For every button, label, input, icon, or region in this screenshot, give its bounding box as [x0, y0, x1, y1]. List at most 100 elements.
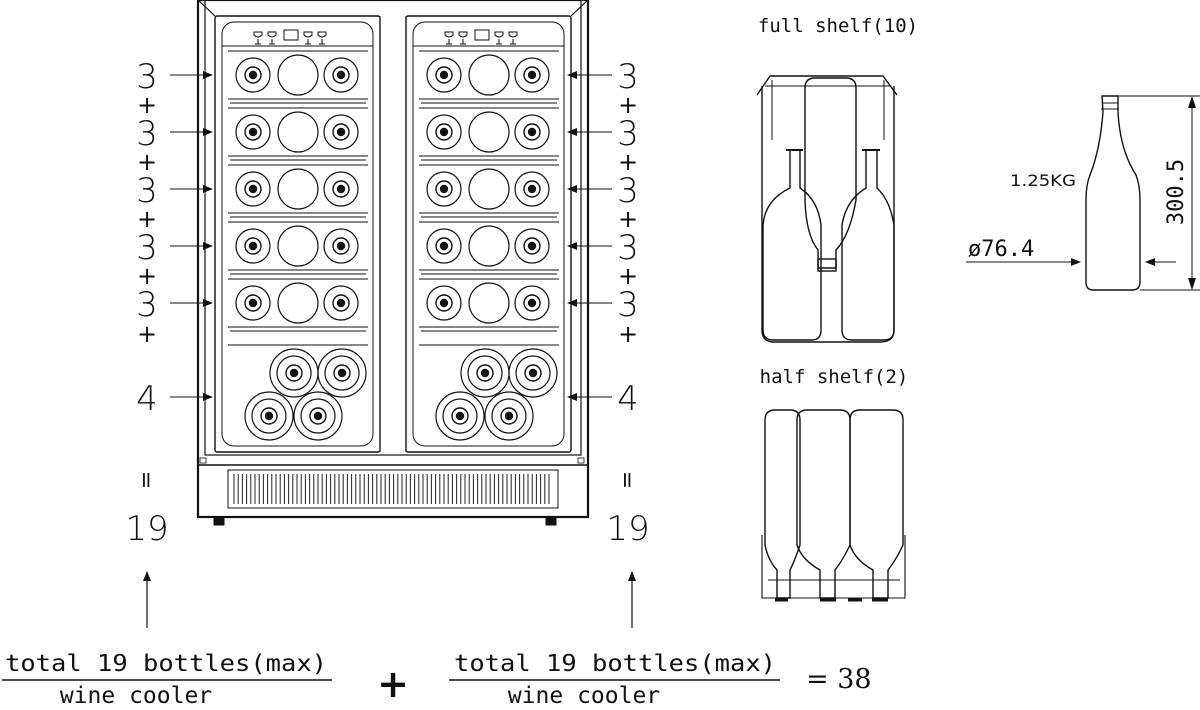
bottle-end: [277, 54, 319, 96]
equation-result: = 38: [806, 664, 872, 695]
equation-right-numerator: total 19 bottles(max): [454, 651, 776, 677]
shelf-count: 3: [136, 285, 158, 325]
bottle-neck-ring: [435, 123, 453, 141]
bottle-end: [300, 398, 336, 434]
bottle-diameter: ø76.4: [968, 237, 1034, 262]
bottle-end: [426, 228, 462, 264]
bottle-cork: [248, 184, 258, 194]
bottle-neck-ring: [244, 237, 262, 255]
shelf-count: 3: [136, 228, 158, 268]
bottle-neck-ring: [523, 180, 541, 198]
shelf-rail: [228, 107, 368, 161]
control-panel-left: [222, 29, 373, 47]
bottle-cork: [248, 70, 258, 80]
half-shelf-drawing: [761, 409, 906, 602]
bottle-end: [235, 171, 271, 207]
equation-right-denominator: wine cooler: [508, 683, 660, 709]
bottle-cork: [336, 184, 346, 194]
shelf-rail: [419, 50, 559, 104]
shelf-rail: [419, 278, 559, 332]
bottle-end: [323, 114, 359, 150]
bottle-neck-ring: [244, 123, 262, 141]
plus-sign: +: [137, 148, 157, 176]
bottle-end: [235, 285, 271, 321]
shelf-count: 3: [136, 114, 158, 154]
bottle-cork: [439, 127, 449, 137]
shelf-count: 3: [617, 228, 639, 268]
equation-left-numerator: total 19 bottles(max): [5, 651, 327, 677]
bottle-cork: [248, 298, 258, 308]
half-bottle-2: [796, 409, 851, 599]
equation-plus-sign: +: [377, 662, 409, 706]
bottle-cork: [455, 411, 465, 421]
shelf-count: 3: [617, 57, 639, 97]
plus-sign: +: [618, 205, 638, 233]
half-bottle-3: [849, 409, 904, 599]
bottle-cork: [439, 241, 449, 251]
bottle-end: [426, 57, 462, 93]
bottle-end: [468, 168, 510, 210]
shelf-rail: [419, 107, 559, 161]
bottle-end: [426, 114, 462, 150]
bottle-neck-ring: [332, 294, 350, 312]
bottle-weight: 1.25KG: [1010, 171, 1076, 190]
bottle-cork: [248, 127, 258, 137]
bottle-cork: [439, 184, 449, 194]
bottle-cork: [439, 70, 449, 80]
bottle-neck-ring: [244, 294, 262, 312]
bottle-end: [514, 285, 550, 321]
bottle-neck-ring: [332, 66, 350, 84]
wine-glass-icon: [303, 31, 313, 45]
bottle-neck-ring: [285, 364, 303, 382]
bottle-neck-ring: [435, 237, 453, 255]
bottle-end: [323, 285, 359, 321]
plus-sign: +: [618, 320, 638, 348]
bottle-neck-ring: [260, 407, 278, 425]
bottle-end: [426, 285, 462, 321]
right-total-equals: =: [614, 471, 639, 489]
bottle-cork: [248, 241, 258, 251]
bottle-end: [468, 111, 510, 153]
bottle-neck-ring: [309, 407, 327, 425]
shelf-count: 3: [136, 57, 158, 97]
bottle-neck-ring: [244, 180, 262, 198]
bottle-neck-ring: [332, 180, 350, 198]
control-panel-right: [413, 29, 564, 47]
plus-sign: +: [137, 205, 157, 233]
bottle-end: [235, 57, 271, 93]
bottle-end: [235, 228, 271, 264]
wine-glass-icon: [444, 31, 454, 45]
bottle-end: [426, 171, 462, 207]
equation-left-denominator: wine cooler: [60, 683, 212, 709]
shelf-count: 3: [617, 114, 639, 154]
bottle-neck-ring: [332, 123, 350, 141]
half-shelf-label: half shelf(2): [760, 366, 909, 388]
shelves-left-zone: [228, 50, 368, 441]
bottle-right-full: [841, 149, 895, 341]
bottle-cork: [528, 368, 538, 378]
wine-glass-icon: [508, 31, 518, 45]
wine-glass-icon: [253, 31, 263, 45]
bottle-neck-ring: [476, 364, 494, 382]
bottle-cork: [313, 411, 323, 421]
bottle-neck-ring: [523, 294, 541, 312]
bottle-neck-ring: [333, 364, 351, 382]
bottle-end: [277, 111, 319, 153]
bottle-end: [514, 228, 550, 264]
bottle-base: [293, 391, 343, 441]
bottle-end: [468, 282, 510, 324]
bottle-cork: [337, 368, 347, 378]
bottle-cork: [439, 298, 449, 308]
bottle-end: [514, 114, 550, 150]
wine-glass-icon: [317, 31, 327, 45]
bottle-base: [435, 391, 485, 441]
bottle-cork: [527, 241, 537, 251]
shelf-count: 4: [136, 379, 158, 419]
bottle-neck-ring: [244, 66, 262, 84]
bottle-cork: [264, 411, 274, 421]
bottle-end: [277, 225, 319, 267]
bottle-middle-full: [804, 77, 857, 269]
